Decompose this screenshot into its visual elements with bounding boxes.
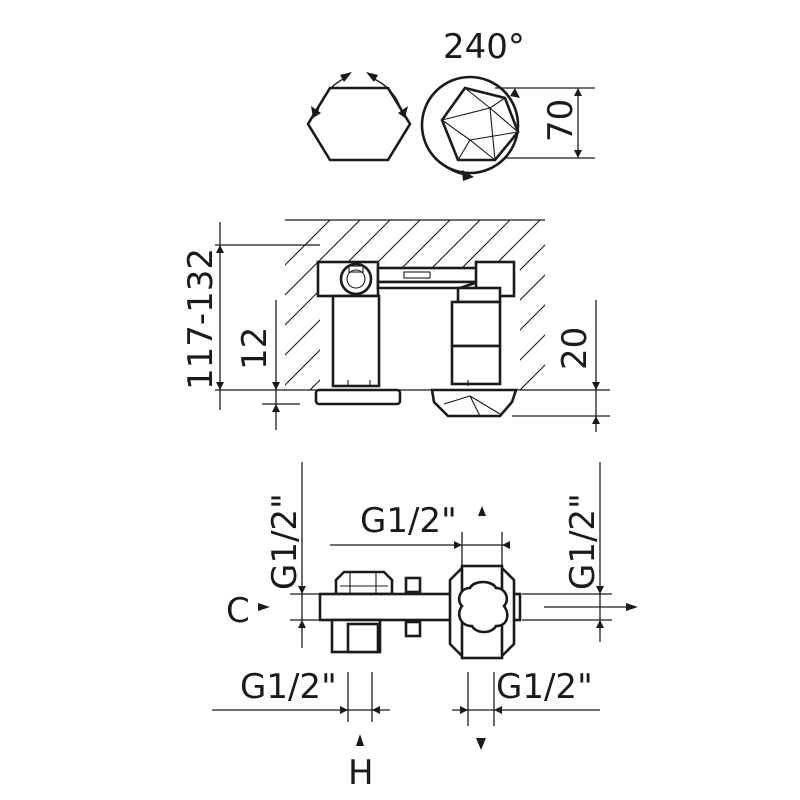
mixer-body-section	[314, 260, 518, 418]
right-vertical-thread-dimension	[522, 462, 638, 642]
handle-height-label: 70	[541, 99, 581, 142]
bottom-right-thread-dimension	[452, 672, 600, 750]
right-vertical-thread-label: G1/2"	[563, 493, 603, 590]
cold-inlet-label: C	[226, 591, 250, 631]
bottom-right-thread-label: G1/2"	[496, 667, 593, 707]
right-offset-label: 20	[555, 327, 595, 370]
depth-dimension	[215, 222, 320, 410]
left-vertical-thread-label: G1/2"	[265, 493, 305, 590]
rotation-angle-label: 240°	[443, 27, 525, 67]
rear-view-body	[318, 564, 522, 660]
handle-height-dimension	[495, 87, 595, 159]
left-offset-dimension	[262, 300, 300, 430]
top-center-thread-label: G1/2"	[360, 501, 457, 541]
bottom-left-thread-dimension	[212, 672, 390, 746]
hot-inlet-label: H	[348, 753, 374, 793]
bottom-left-thread-label: G1/2"	[240, 667, 337, 707]
top-center-thread-dimension	[330, 506, 510, 570]
depth-range-label: 117-132	[181, 248, 221, 390]
right-offset-dimension	[512, 300, 610, 432]
hexagon-handle-top-view	[306, 72, 412, 162]
left-offset-label: 12	[235, 327, 275, 370]
faceted-handle-front-view	[420, 75, 520, 181]
left-vertical-thread-dimension	[258, 462, 322, 648]
